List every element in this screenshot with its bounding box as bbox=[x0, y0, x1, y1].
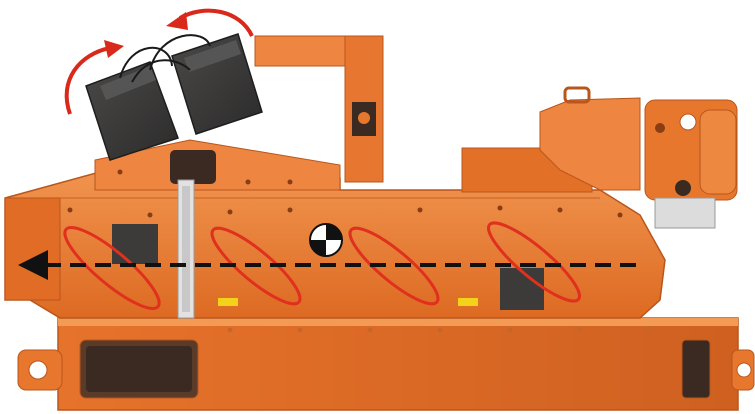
vibrator-motor-right bbox=[172, 34, 262, 134]
rotation-arrow-right bbox=[166, 11, 252, 36]
warning-label bbox=[218, 298, 238, 306]
center-of-gravity-icon bbox=[310, 224, 342, 256]
lifting-lug-left bbox=[18, 350, 62, 390]
base-skid bbox=[18, 318, 754, 410]
support-post bbox=[178, 180, 194, 318]
warning-label bbox=[458, 298, 478, 306]
lifting-lug-right bbox=[732, 350, 754, 390]
